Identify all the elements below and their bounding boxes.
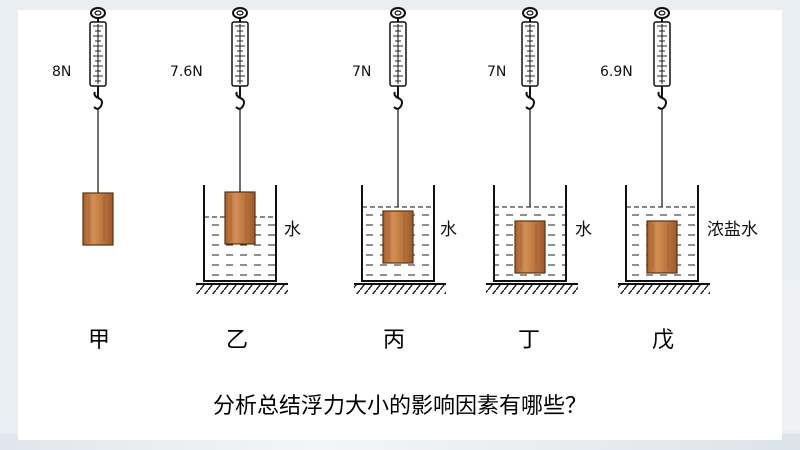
caption-ding: 丁 (518, 328, 540, 353)
liquid-label-bing: 水 (440, 220, 457, 240)
beaker (625, 185, 699, 282)
caption-wu: 戊 (652, 328, 674, 353)
liquid-label-ding: 水 (575, 220, 592, 240)
scale-ring-inner (236, 10, 244, 16)
reading-bing: 7N (352, 64, 371, 80)
scale-ring-inner (658, 10, 666, 16)
scale-ring (232, 7, 248, 19)
ground-hatch (618, 285, 710, 294)
setup-bing (354, 7, 446, 294)
reading-ding: 7N (487, 64, 506, 80)
scale-hook (525, 91, 535, 110)
setup-ding (486, 7, 578, 294)
scale-ring (390, 7, 406, 19)
beaker (203, 185, 277, 282)
scale-ring-inner (94, 10, 102, 16)
background-decoration (778, 280, 800, 430)
caption-yi: 乙 (226, 328, 248, 353)
reading-wu: 6.9N (600, 64, 633, 80)
block (82, 192, 114, 246)
block (514, 220, 546, 274)
block (382, 210, 414, 264)
setup-jia (82, 7, 114, 246)
beaker (493, 185, 567, 282)
scale-ring (654, 7, 670, 19)
caption-bing: 丙 (383, 328, 405, 353)
block (646, 220, 678, 274)
scale-hook (235, 91, 245, 110)
caption-jia: 甲 (88, 328, 110, 353)
liquid-label-yi: 水 (284, 220, 301, 240)
setup-yi (196, 7, 288, 294)
beaker (361, 185, 435, 282)
question-text: 分析总结浮力大小的影响因素有哪些？ (212, 394, 587, 419)
ground-hatch (196, 285, 288, 294)
ground-hatch (486, 285, 578, 294)
block (224, 191, 256, 245)
reading-jia: 8N (52, 64, 71, 80)
scale-hook (657, 91, 667, 110)
scale-hook (393, 91, 403, 110)
scale-ring-inner (394, 10, 402, 16)
liquid-label-wu: 浓盐水 (707, 220, 758, 240)
scale-hook (93, 91, 103, 110)
scale-ring (522, 7, 538, 19)
scale-ring (90, 7, 106, 19)
setup-wu (618, 7, 710, 294)
ground-hatch (354, 285, 446, 294)
scale-ring-inner (526, 10, 534, 16)
reading-yi: 7.6N (170, 64, 203, 80)
